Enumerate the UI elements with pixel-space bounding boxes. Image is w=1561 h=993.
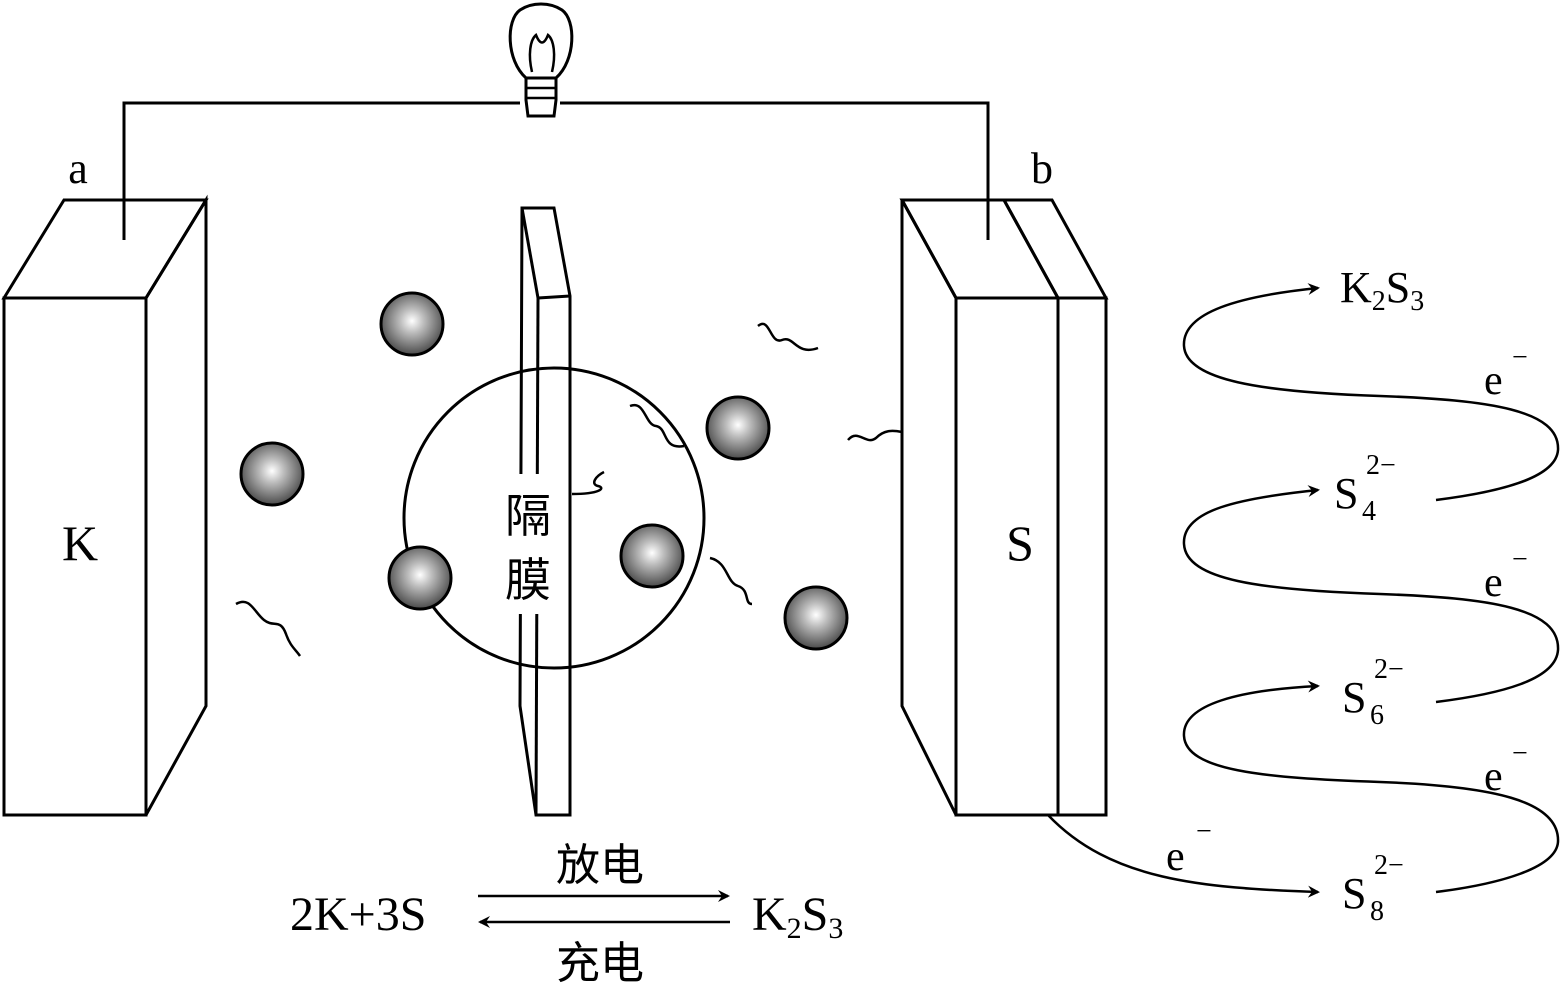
svg-text:−: −	[1512, 544, 1528, 575]
sulfur-electrode: S	[899, 198, 1109, 817]
species-s6: S 6 2−	[1342, 654, 1404, 731]
svg-text:S: S	[1334, 469, 1358, 518]
k-ion	[783, 585, 849, 651]
equation-forward-label: 放电	[556, 840, 644, 891]
electrolyte-chain-group	[235, 322, 903, 657]
electron-label-2: e −	[1484, 544, 1528, 606]
svg-text:−: −	[1512, 342, 1528, 373]
k-ion	[239, 441, 305, 507]
svg-text:S: S	[1342, 673, 1366, 722]
svg-text:S: S	[1342, 869, 1366, 918]
svg-text:2−: 2−	[1374, 850, 1404, 881]
separator-label-line2: 膜	[505, 553, 551, 607]
svg-text:e: e	[1484, 754, 1503, 800]
light-bulb-icon	[508, 2, 574, 118]
s-electrode-collector-top	[1001, 198, 1109, 300]
electrolyte-chain	[757, 322, 819, 351]
separator-label-bg	[494, 474, 564, 614]
species-s4: S 4 2−	[1334, 450, 1396, 527]
potassium-electrode: K	[1, 194, 209, 817]
equation-reactants: 2K+3S	[290, 888, 426, 941]
svg-text:4: 4	[1362, 496, 1376, 527]
k-ion	[379, 291, 445, 357]
electrolyte-chain	[709, 556, 753, 606]
species-k2s3-top: K2S3	[1340, 263, 1424, 317]
k-ion	[705, 395, 771, 461]
electrolyte-chain	[235, 600, 302, 657]
species-s8: S 8 2−	[1342, 850, 1404, 927]
s-electrode-label: S	[1006, 515, 1034, 571]
electron-label-4: e −	[1166, 816, 1212, 880]
svg-text:−: −	[1512, 738, 1528, 769]
electrode-label-b: b	[1031, 144, 1053, 193]
svg-text:8: 8	[1370, 896, 1384, 927]
k-electrode-top	[1, 198, 209, 300]
s-electrode-collector-front	[1056, 296, 1108, 817]
electrolyte-chain	[629, 403, 685, 448]
equation-products: K2S3	[752, 888, 843, 945]
svg-text:6: 6	[1370, 700, 1384, 731]
electron-label-3: e −	[1484, 738, 1528, 800]
svg-text:e: e	[1484, 358, 1503, 404]
electron-label-1: e −	[1484, 342, 1528, 404]
electron-path	[1047, 283, 1560, 898]
k-ion	[387, 545, 453, 611]
svg-text:2−: 2−	[1374, 654, 1404, 685]
separator-label-line1: 隔	[505, 489, 551, 543]
svg-text:−: −	[1196, 816, 1212, 847]
k-ion-group	[239, 291, 849, 651]
k-electrode-side	[144, 194, 208, 816]
zoom-circle	[402, 366, 706, 670]
electrode-label-a: a	[68, 144, 88, 193]
electrolyte-chain	[571, 470, 605, 496]
k-electrode-label: K	[62, 515, 98, 571]
circuit-wire	[122, 101, 990, 240]
reaction-equation: 2K+3S 放电 充电 K2S3	[290, 840, 843, 989]
svg-text:e: e	[1484, 560, 1503, 606]
electrolyte-chain	[847, 429, 903, 442]
svg-text:2−: 2−	[1366, 450, 1396, 481]
s-electrode-top	[899, 198, 1061, 300]
equation-reverse-label: 充电	[556, 938, 644, 989]
k-ion	[619, 523, 685, 589]
s-electrode-side	[900, 199, 958, 816]
svg-text:K2S3: K2S3	[1340, 263, 1424, 317]
svg-text:e: e	[1166, 834, 1185, 880]
